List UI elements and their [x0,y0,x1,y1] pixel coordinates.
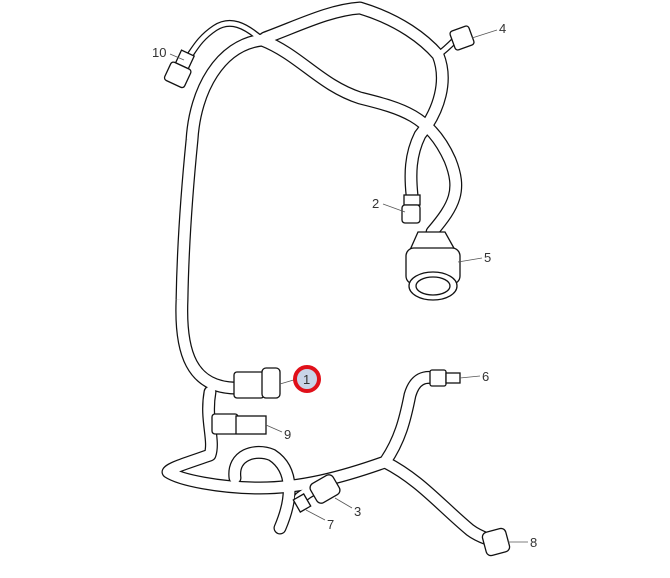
harness-cables [161,1,497,547]
connector-1 [233,367,281,399]
connector-8 [481,527,511,557]
connector-10 [163,49,196,89]
connector-7 [292,493,312,513]
main-trunk [175,33,269,395]
callout-10[interactable]: 10 [152,45,166,60]
connector-9 [211,413,267,435]
connector-4 [449,25,475,51]
callout-8[interactable]: 8 [530,535,537,550]
connector-2 [401,194,421,224]
callout-9[interactable]: 9 [284,427,291,442]
leader-lines [169,29,528,543]
connector-5 [405,231,461,301]
callout-2[interactable]: 2 [372,196,379,211]
callout-1[interactable]: 1 [303,372,310,387]
callout-6[interactable]: 6 [482,369,489,384]
callout-3[interactable]: 3 [354,504,361,519]
callout-1-highlight[interactable] [293,365,321,393]
connector-3 [309,474,341,504]
callout-7[interactable]: 7 [327,517,334,532]
callout-5[interactable]: 5 [484,250,491,265]
connectors [163,25,511,557]
callout-4[interactable]: 4 [499,21,506,36]
connector-6 [429,369,461,387]
